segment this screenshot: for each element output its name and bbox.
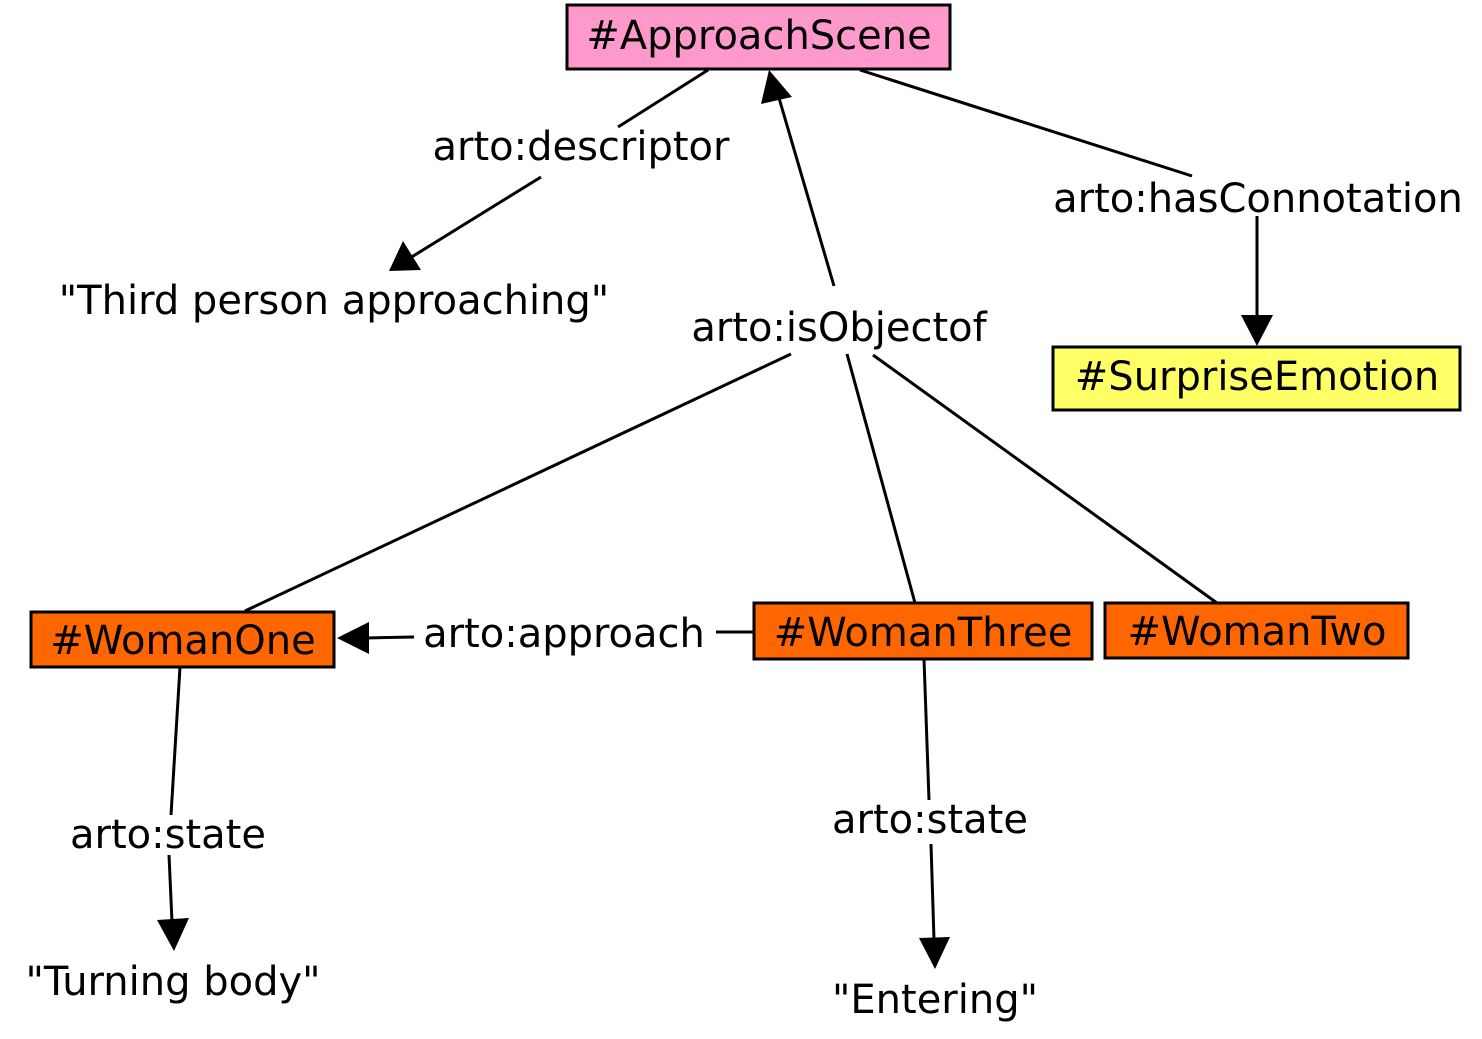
approach-edge-left (364, 635, 415, 640)
is-object-of-label: arto:isObjectof (691, 305, 987, 351)
woman-two-label: #WomanTwo (1127, 609, 1386, 655)
is-object-of-arrowhead (761, 70, 792, 104)
entering-literal: "Entering" (832, 977, 1038, 1023)
woman-one-label: #WomanOne (50, 618, 315, 664)
descriptor-arrowhead (389, 241, 421, 271)
approach-scene-label: #ApproachScene (586, 13, 932, 59)
approach-scene-box (565, 3, 952, 71)
woman-two-box (1103, 601, 1410, 660)
has-connotation-arrowhead (1241, 315, 1273, 346)
node-surprise-emotion: #SurpriseEmotion (1051, 345, 1462, 412)
third-person-literal: "Third person approaching" (59, 278, 609, 324)
node-woman-two: #WomanTwo (1103, 601, 1410, 660)
surprise-emotion-box (1051, 345, 1462, 412)
state-one-label: arto:state (70, 812, 266, 858)
state-one-arrowhead (157, 918, 189, 951)
state-three-edge-upper (922, 658, 931, 801)
descriptor-label: arto:descriptor (433, 124, 731, 170)
state-three-edge-lower (929, 843, 936, 941)
surprise-emotion-label: #SurpriseEmotion (1075, 354, 1439, 400)
is-object-of-edge-to-scene (777, 97, 836, 287)
approach-arrowhead (337, 622, 369, 654)
is-object-of-edge-woman-two (872, 353, 1218, 605)
descriptor-edge-upper (617, 68, 709, 129)
is-object-of-edge-woman-three (845, 353, 917, 604)
approach-label: arto:approach (423, 611, 705, 657)
state-three-label: arto:state (832, 797, 1028, 843)
woman-three-label: #WomanThree (774, 610, 1073, 656)
state-one-edge-lower (167, 854, 174, 923)
has-connotation-label: arto:hasConnotation (1053, 176, 1463, 222)
node-woman-three: #WomanThree (752, 601, 1094, 661)
state-one-edge-upper (169, 666, 182, 816)
edge-lines (167, 68, 1259, 941)
is-object-of-edge-woman-one (244, 352, 792, 613)
woman-one-box (29, 610, 336, 669)
arrowheads (157, 70, 1273, 969)
turning-body-literal: "Turning body" (25, 959, 320, 1005)
has-connotation-edge-upper (859, 68, 1193, 178)
node-woman-one: #WomanOne (29, 610, 336, 669)
descriptor-edge-lower (409, 175, 542, 260)
node-approach-scene: #ApproachScene (565, 3, 952, 71)
woman-three-box (752, 601, 1094, 661)
state-three-arrowhead (919, 937, 950, 969)
